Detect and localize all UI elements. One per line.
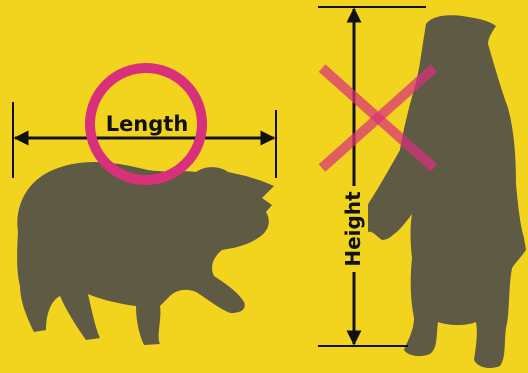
height-label: Height: [341, 191, 365, 267]
length-label: Length: [106, 112, 189, 136]
